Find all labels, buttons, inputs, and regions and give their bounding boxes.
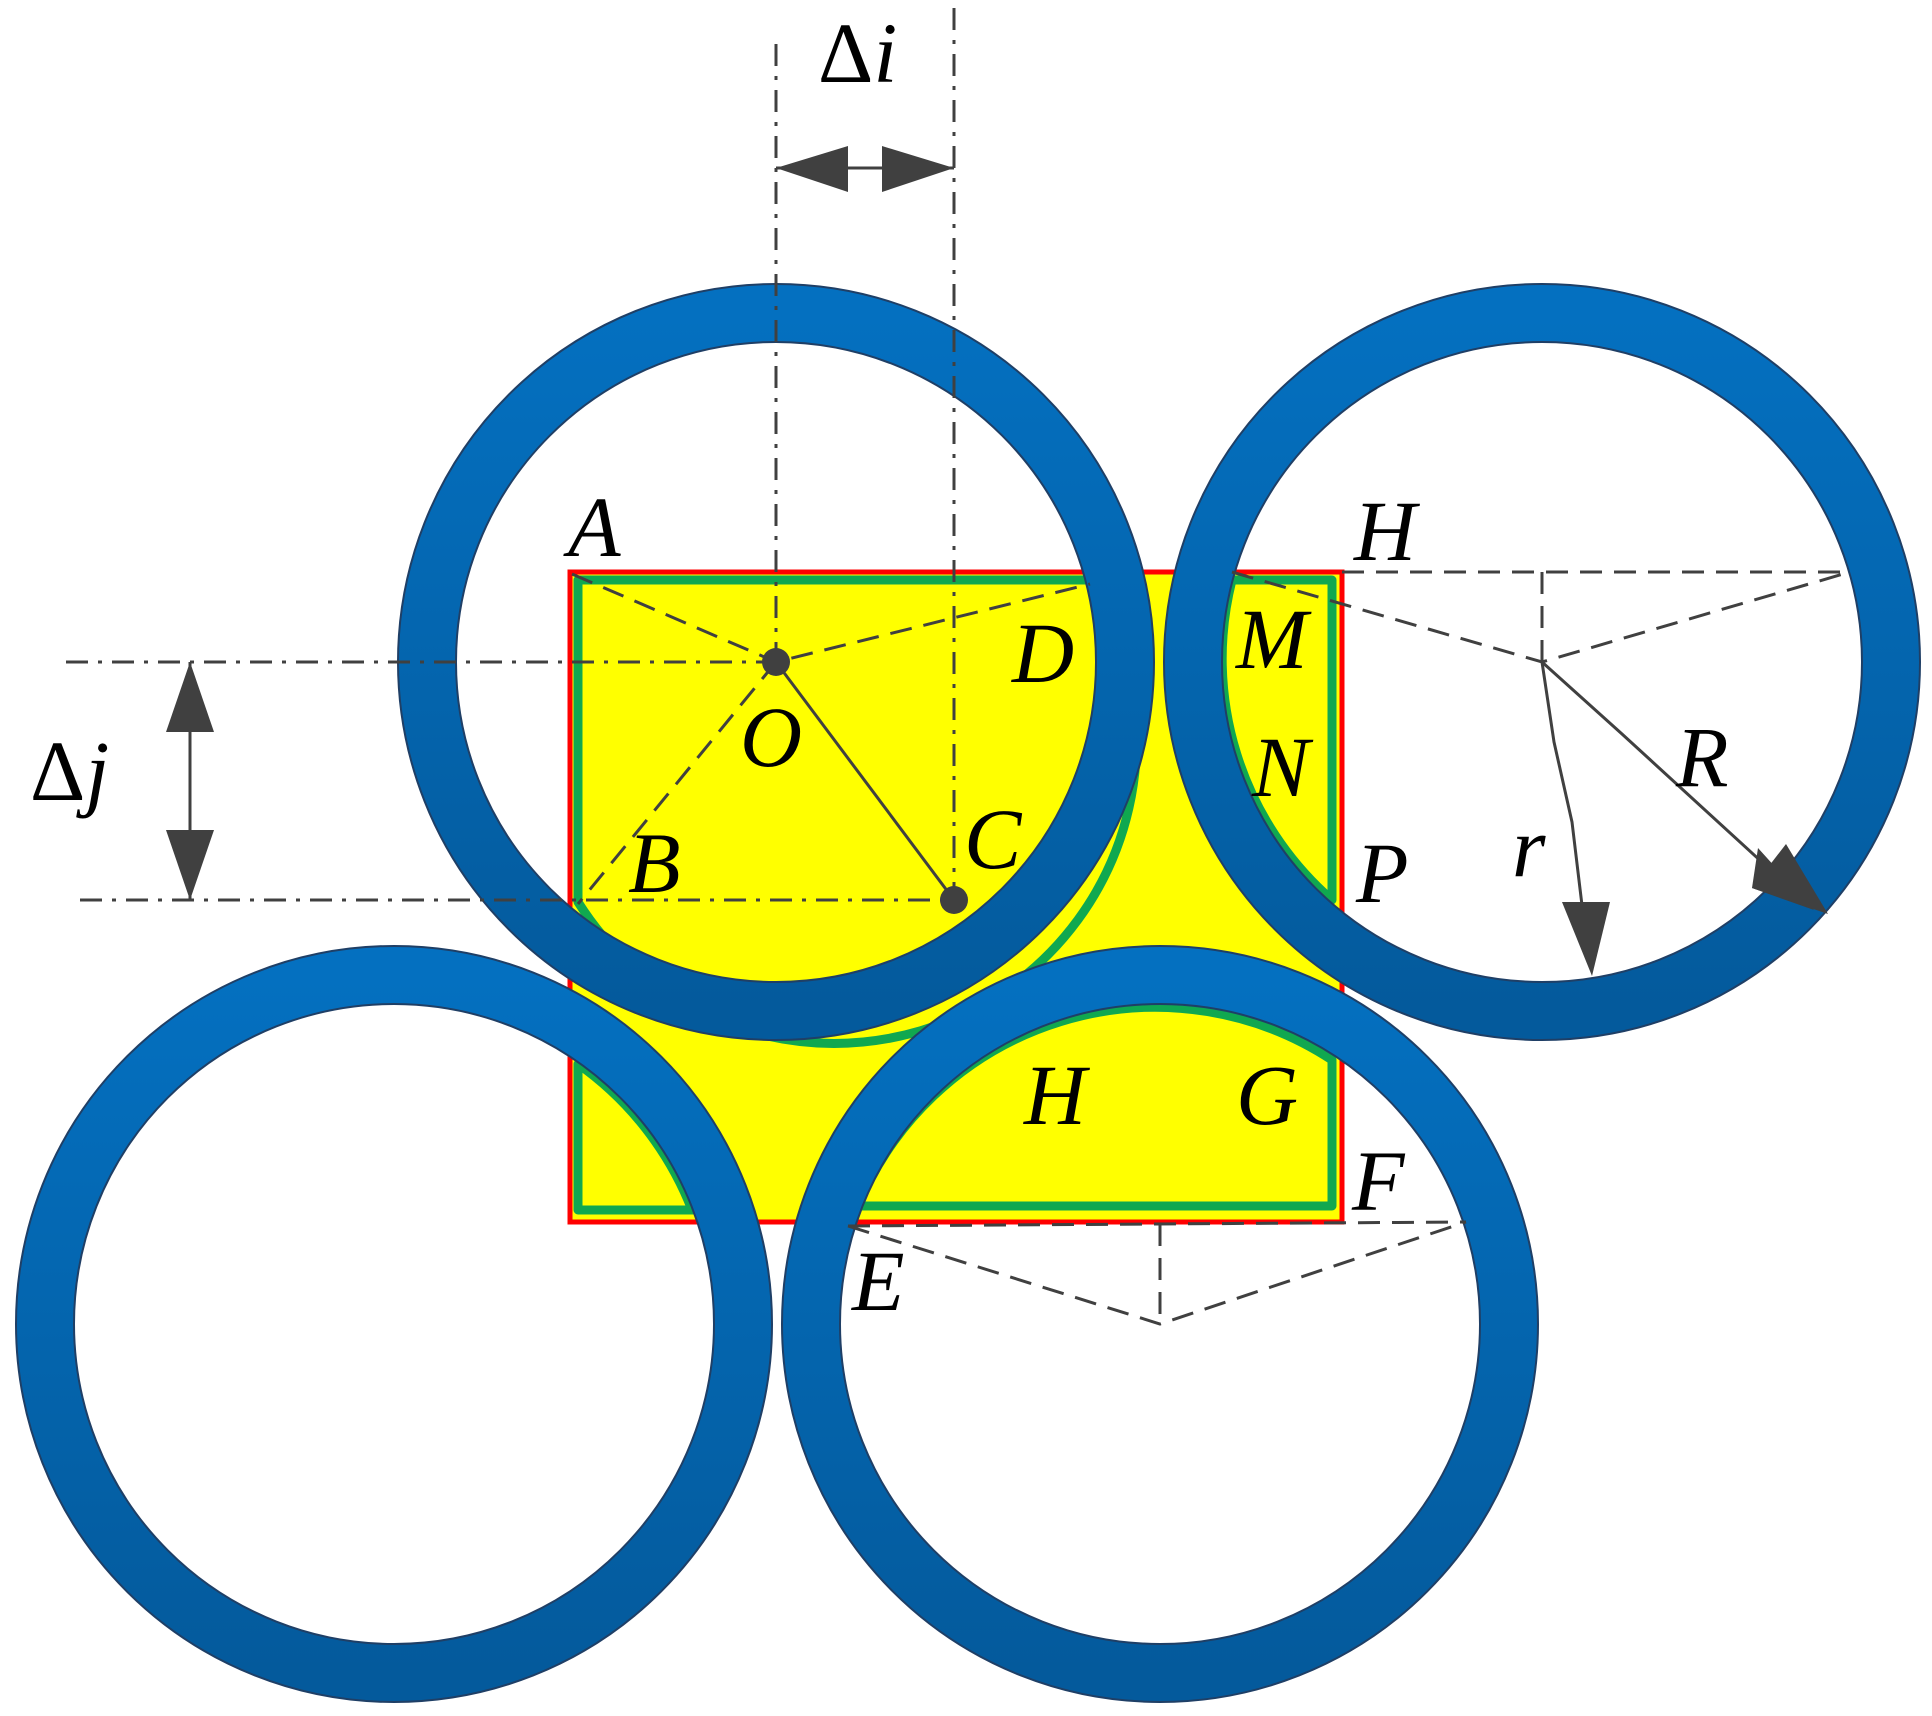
delta-i-arrow-left [776, 146, 848, 192]
point-c [940, 886, 968, 914]
label-r-small: r [1512, 799, 1546, 895]
dimension-delta-i: Δi [818, 5, 897, 101]
label-f: F [1351, 1133, 1406, 1229]
line-o-c [774, 661, 956, 901]
label-o: O [740, 689, 802, 785]
delta-j-arrow-up [166, 662, 214, 732]
label-e: E [850, 1233, 905, 1329]
label-m: M [1234, 591, 1312, 687]
label-d: D [1011, 605, 1074, 701]
delta-i-arrow-right [882, 146, 954, 192]
label-g: G [1236, 1047, 1298, 1143]
fiber-ring-top-right-outer-edge [1163, 283, 1921, 1041]
label-r-big: R [1675, 709, 1729, 805]
label-n: N [1251, 719, 1314, 815]
label-p: P [1355, 825, 1409, 921]
fiber-ring-top-left [398, 284, 1154, 1040]
radius-r-line [1540, 661, 1586, 923]
fiber-ring-bottom-left-inner-edge [73, 1003, 715, 1645]
dimension-delta-j: Δj [30, 723, 109, 819]
label-c: C [964, 791, 1023, 887]
radius-big-r-arrowhead-tip [1752, 844, 1828, 914]
fiber-ring-bottom-right-outer-edge [781, 945, 1539, 1703]
dashed-line-bottom-horizontal [847, 1220, 1467, 1228]
radius-r-arrowhead [1562, 902, 1610, 976]
fiber-ring-bottom-right [782, 946, 1538, 1702]
point-o [762, 648, 790, 676]
label-b: B [628, 815, 681, 911]
radius-big-r-line [1540, 660, 1790, 888]
delta-j-arrow-down [166, 830, 214, 900]
fiber-ring-bottom-right-inner-edge [839, 1003, 1481, 1645]
dashed-line-bottom [847, 1220, 1467, 1326]
fiber-ring-top-right-inner-edge [1221, 341, 1863, 983]
label-a: A [563, 479, 621, 575]
dashed-line-o-b [576, 661, 778, 905]
fiber-ring-top-right [1164, 284, 1920, 1040]
fiber-ring-bottom-left [16, 946, 772, 1702]
label-h-mid: H [1023, 1047, 1090, 1143]
fiber-ring-bottom-left-outer-edge [15, 945, 773, 1703]
label-h-top: H [1353, 483, 1420, 579]
